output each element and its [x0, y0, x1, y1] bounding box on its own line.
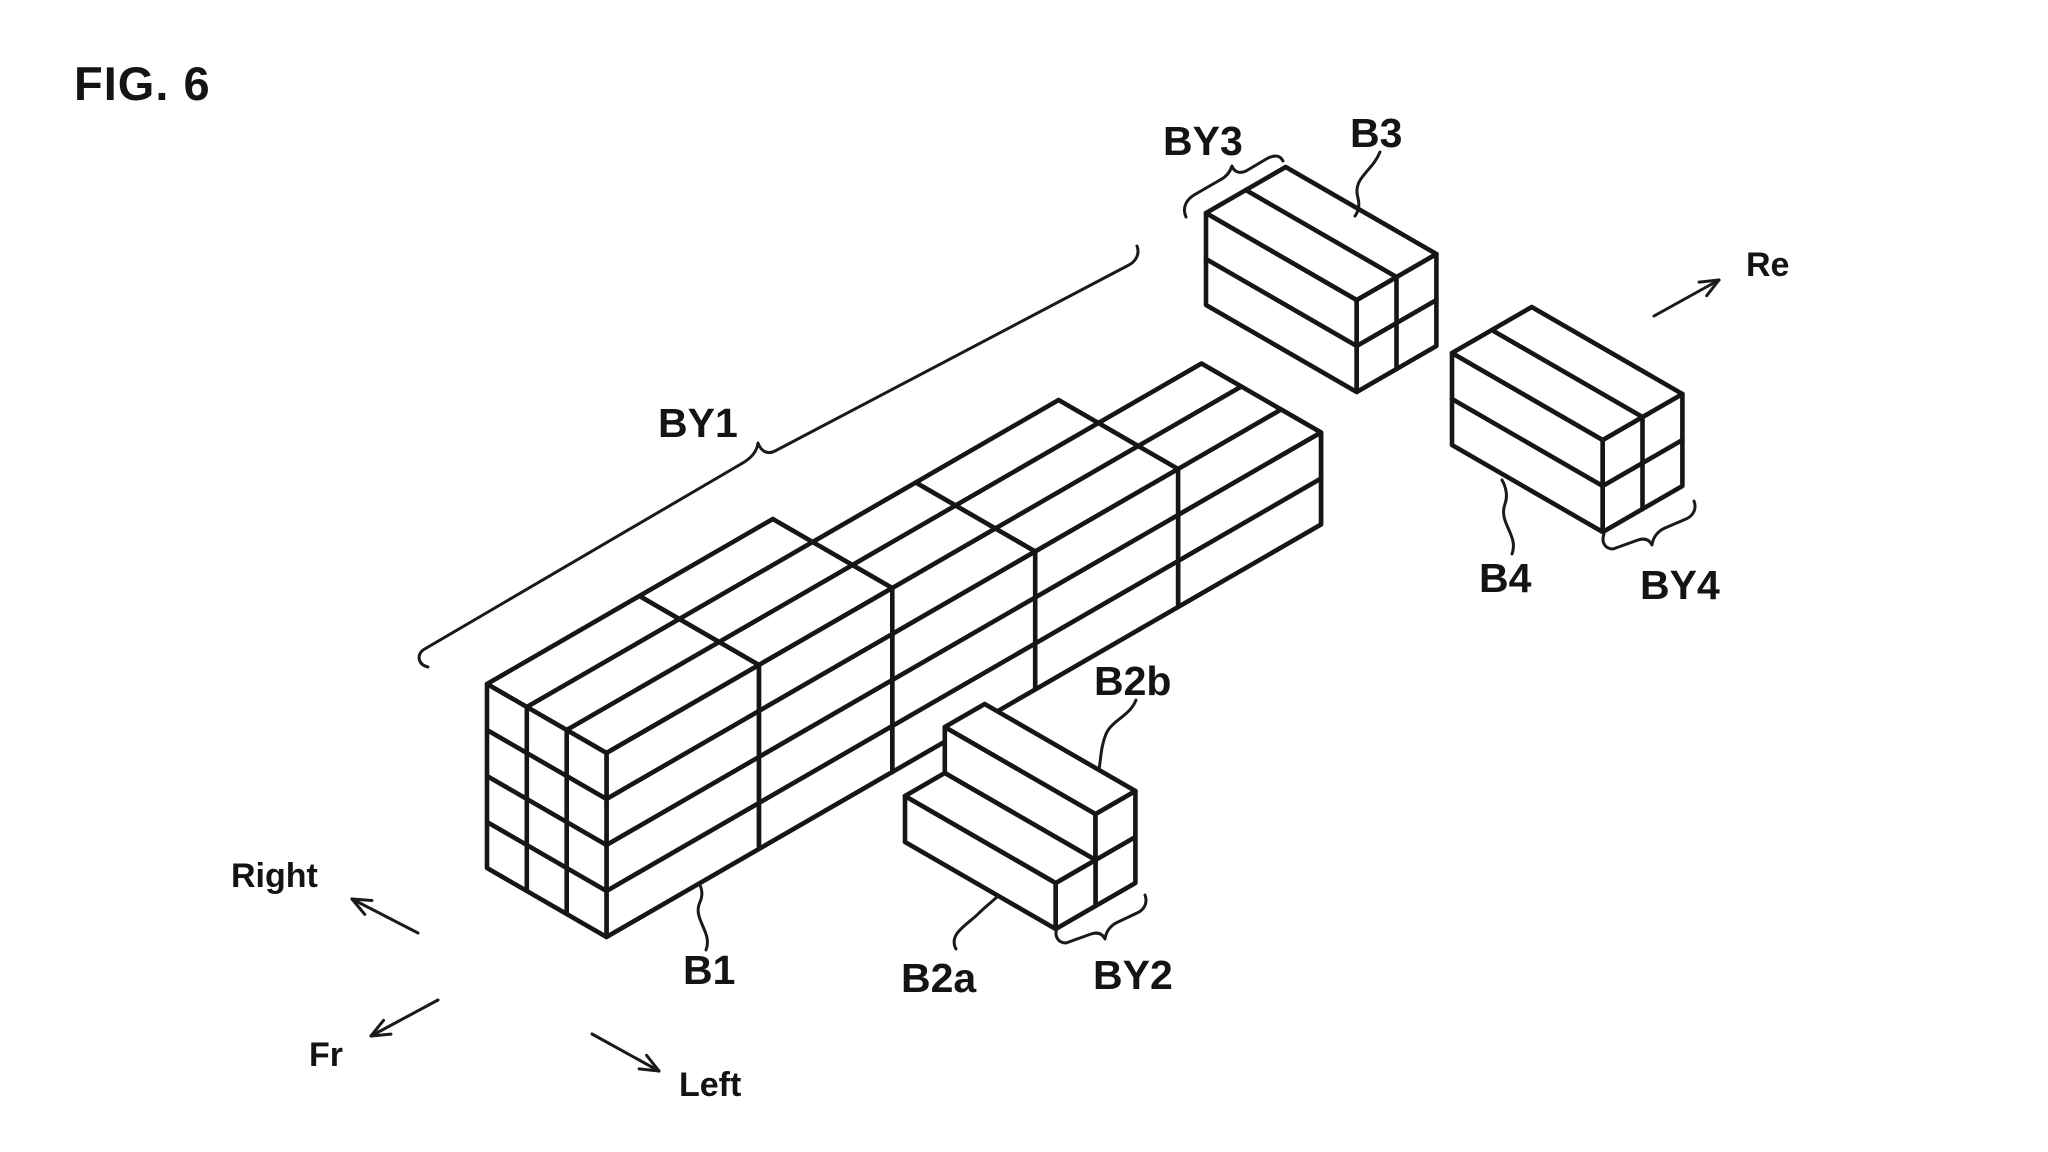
left-arrow-head — [645, 1053, 661, 1073]
by1-block-4-top-divider — [953, 420, 1101, 508]
b4-front-row-line — [1449, 396, 1605, 489]
b2b-leader — [1097, 698, 1138, 772]
b2b-top-face — [942, 701, 1138, 817]
figure-labels: FIG. 6 BY1 B1 B2a BY2 B2b BY3 B3 B4 BY4 … — [74, 57, 1789, 1104]
re-arrow-head — [1705, 278, 1721, 298]
left-arrow-shaft — [590, 1032, 661, 1073]
b1-leader — [696, 883, 709, 952]
by1-block-3-row-line — [890, 641, 1038, 729]
b2a-leader — [952, 894, 1000, 951]
label-by3: BY3 — [1163, 118, 1243, 164]
b2a-top-face — [902, 770, 1098, 886]
label-b1: B1 — [683, 947, 735, 993]
b3-front-row-line — [1203, 256, 1359, 349]
isometric-linework — [484, 164, 1685, 940]
label-by2: BY2 — [1093, 952, 1173, 998]
b1-front-row-line — [484, 727, 609, 802]
by1-block-2-row-line — [756, 723, 895, 806]
label-by1: BY1 — [658, 400, 738, 446]
label-b2a: B2a — [901, 955, 977, 1001]
b1-front-row-line — [484, 819, 609, 894]
label-b2b: B2b — [1094, 658, 1171, 704]
label-axis-right: Right — [231, 857, 318, 895]
b1-row-line — [604, 708, 762, 802]
label-axis-re: Re — [1746, 246, 1789, 284]
label-b3: B3 — [1350, 110, 1402, 156]
right-arrow-shaft — [350, 897, 420, 935]
right-arrow-head — [350, 897, 367, 916]
b1-row-line — [604, 800, 762, 894]
re-arrow-shaft — [1652, 278, 1721, 318]
b4-top-divider — [1489, 327, 1645, 420]
by2-brace — [1054, 893, 1148, 945]
by1-block-2-row-line — [756, 631, 895, 714]
right-arrow-head — [350, 897, 374, 902]
b1-front-row-line — [484, 773, 609, 848]
b1-top-divider — [524, 616, 682, 710]
b1-row-line — [604, 754, 762, 848]
b3-top-divider — [1243, 187, 1399, 280]
by1-block-4-row-line — [1032, 512, 1181, 600]
by1-block-2-row-line — [756, 677, 895, 760]
by1-block-4-top-divider — [993, 443, 1141, 531]
by1-block-2-top-divider — [716, 562, 855, 645]
b2b-end-row-line — [1093, 834, 1138, 863]
label-b4: B4 — [1479, 555, 1532, 601]
fr-arrow-head — [369, 1032, 393, 1038]
b4-leader — [1500, 478, 1515, 556]
label-axis-left: Left — [679, 1066, 741, 1104]
fr-arrow-head — [369, 1018, 385, 1038]
by4-brace — [1601, 499, 1697, 551]
label-axis-fr: Fr — [309, 1036, 343, 1074]
by1-block-3-row-line — [890, 595, 1038, 683]
left-arrow-head — [637, 1067, 661, 1073]
by1-block-5-row-line — [1175, 476, 1324, 564]
re-arrow-head — [1697, 278, 1721, 284]
by1-block-4-row-line — [1032, 558, 1181, 646]
by1-bracket — [417, 244, 1140, 669]
label-by4: BY4 — [1640, 562, 1720, 608]
b3-leader — [1353, 150, 1382, 218]
fr-arrow-shaft — [369, 998, 440, 1038]
by3-brace — [1182, 154, 1285, 219]
figure-title: FIG. 6 — [74, 57, 211, 110]
b1-top-divider — [564, 639, 722, 733]
by1-block-2-top-divider — [677, 539, 815, 622]
annotation-lines — [350, 150, 1721, 1073]
